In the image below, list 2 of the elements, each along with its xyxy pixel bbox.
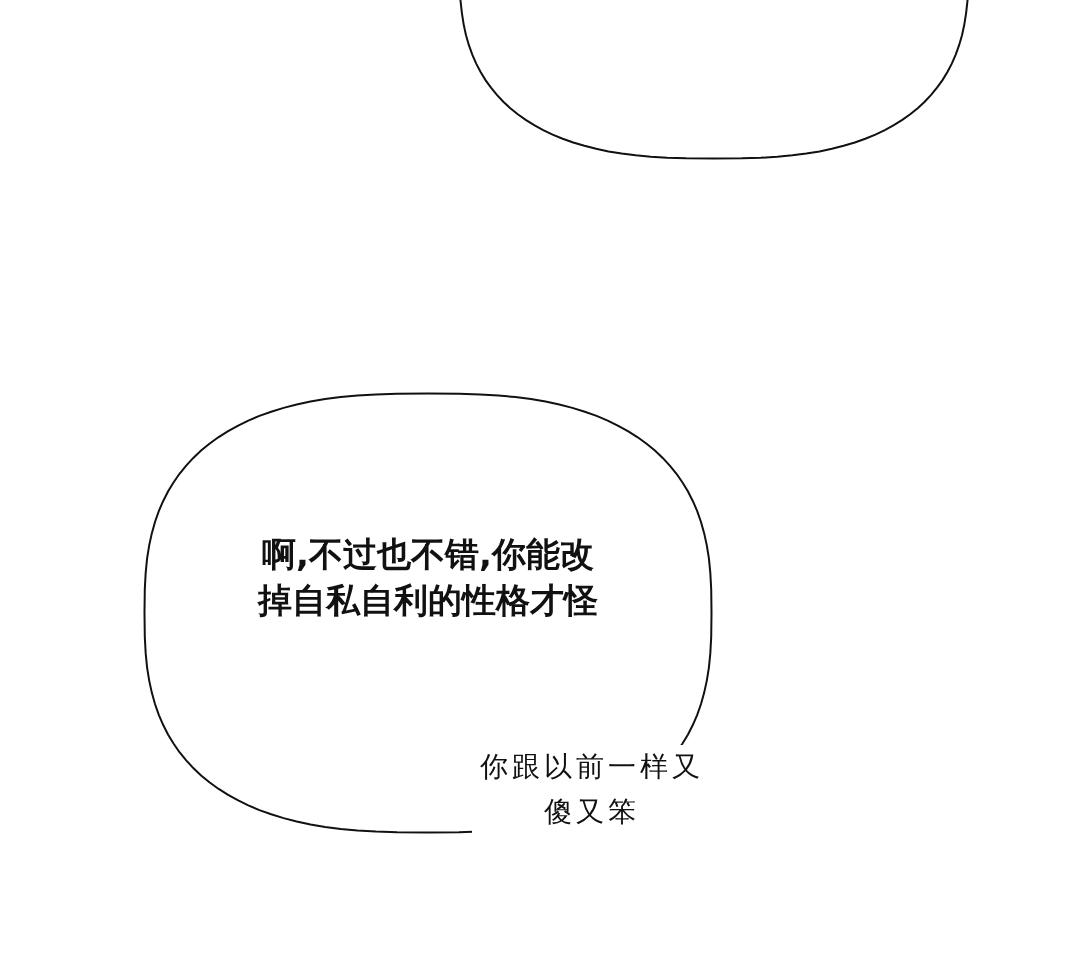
speech-bubble: [143, 392, 713, 834]
speech-text: 啊,不过也不错,你能改掉自私自利的性格才怪: [256, 533, 599, 622]
